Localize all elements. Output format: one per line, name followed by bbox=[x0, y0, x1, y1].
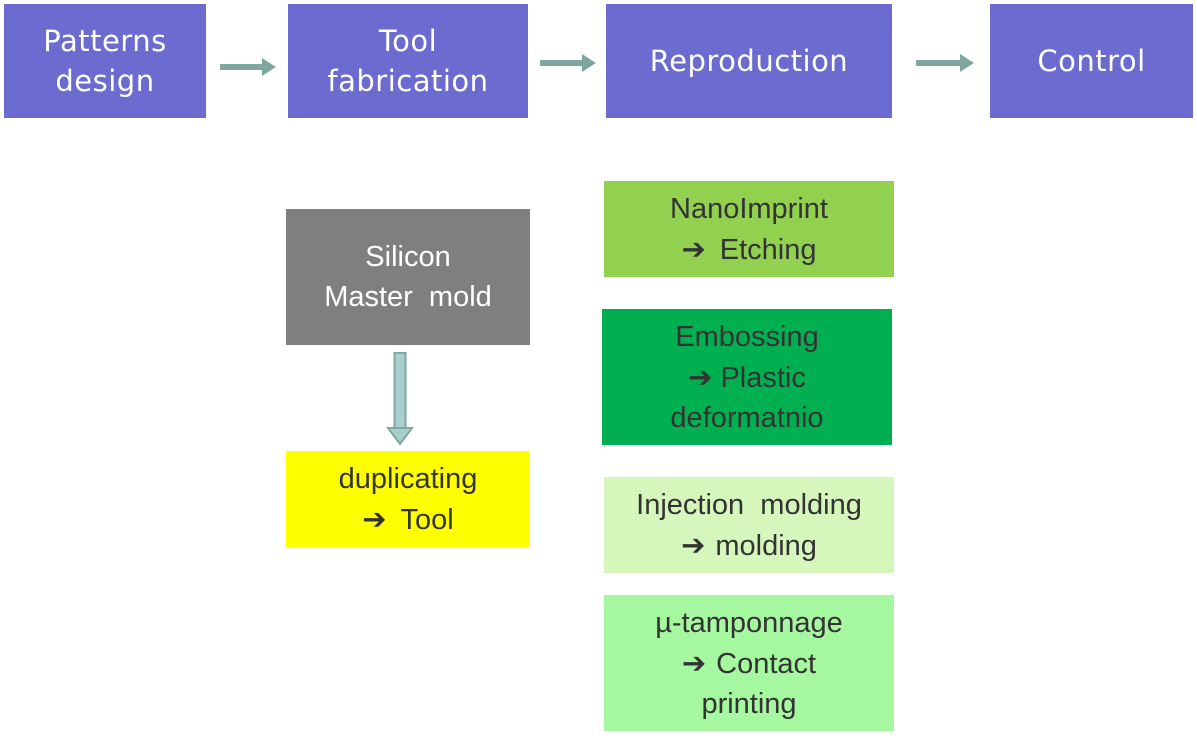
box-label-line-3: printing bbox=[701, 687, 797, 720]
right-arrow-icon bbox=[220, 58, 276, 76]
box-label-line-1: Silicon bbox=[365, 241, 451, 273]
process-label: Control bbox=[1037, 44, 1146, 78]
process-label-line-1: Tool bbox=[378, 24, 438, 58]
process-step-reproduction: Reproduction bbox=[606, 4, 892, 118]
embossing-box: Embossing ➔Plastic deformatnio bbox=[602, 309, 892, 445]
box-label-line-2: ➔molding bbox=[681, 525, 817, 566]
down-arrow-icon bbox=[386, 352, 414, 446]
heavy-right-arrow-icon: ➔ bbox=[362, 501, 387, 536]
right-arrow-icon bbox=[916, 54, 974, 72]
box-label-line-1: duplicating bbox=[338, 462, 478, 495]
silicon-master-mold-box: Silicon Master mold bbox=[286, 209, 530, 345]
box-label-line-2: ➔Contact bbox=[682, 643, 816, 684]
process-label: Reproduction bbox=[649, 44, 849, 78]
process-step-tool-fabrication: Tool fabrication bbox=[288, 4, 528, 118]
heavy-right-arrow-icon: ➔ bbox=[688, 359, 713, 394]
nanoimprint-box: NanoImprint ➔Etching bbox=[604, 181, 894, 277]
box-label-line-2: ➔Plastic bbox=[688, 357, 806, 398]
process-step-control: Control bbox=[990, 4, 1193, 118]
process-label-line-1: Patterns bbox=[43, 24, 167, 58]
process-label-line-2: fabrication bbox=[327, 64, 489, 98]
micro-tamponnage-box: µ-tamponnage ➔Contact printing bbox=[604, 595, 894, 731]
box-label-line-2: Master mold bbox=[324, 281, 492, 313]
box-label-line-1: Injection molding bbox=[636, 488, 862, 521]
box-label-line-1: µ-tamponnage bbox=[655, 606, 843, 639]
process-label-line-2: design bbox=[55, 64, 155, 98]
right-arrow-icon bbox=[540, 54, 596, 72]
box-label-line-1: NanoImprint bbox=[670, 192, 828, 225]
injection-molding-box: Injection molding ➔molding bbox=[604, 477, 894, 573]
heavy-right-arrow-icon: ➔ bbox=[681, 645, 707, 680]
box-label-line-2: ➔Tool bbox=[362, 499, 454, 540]
box-label-line-2: ➔Etching bbox=[681, 229, 816, 270]
process-step-patterns-design: Patterns design bbox=[4, 4, 206, 118]
box-label-line-3: deformatnio bbox=[670, 401, 824, 434]
heavy-right-arrow-icon: ➔ bbox=[681, 231, 706, 266]
heavy-right-arrow-icon: ➔ bbox=[681, 527, 706, 562]
box-label-line-1: Embossing bbox=[675, 320, 819, 353]
duplicating-tool-box: duplicating ➔Tool bbox=[286, 451, 530, 547]
